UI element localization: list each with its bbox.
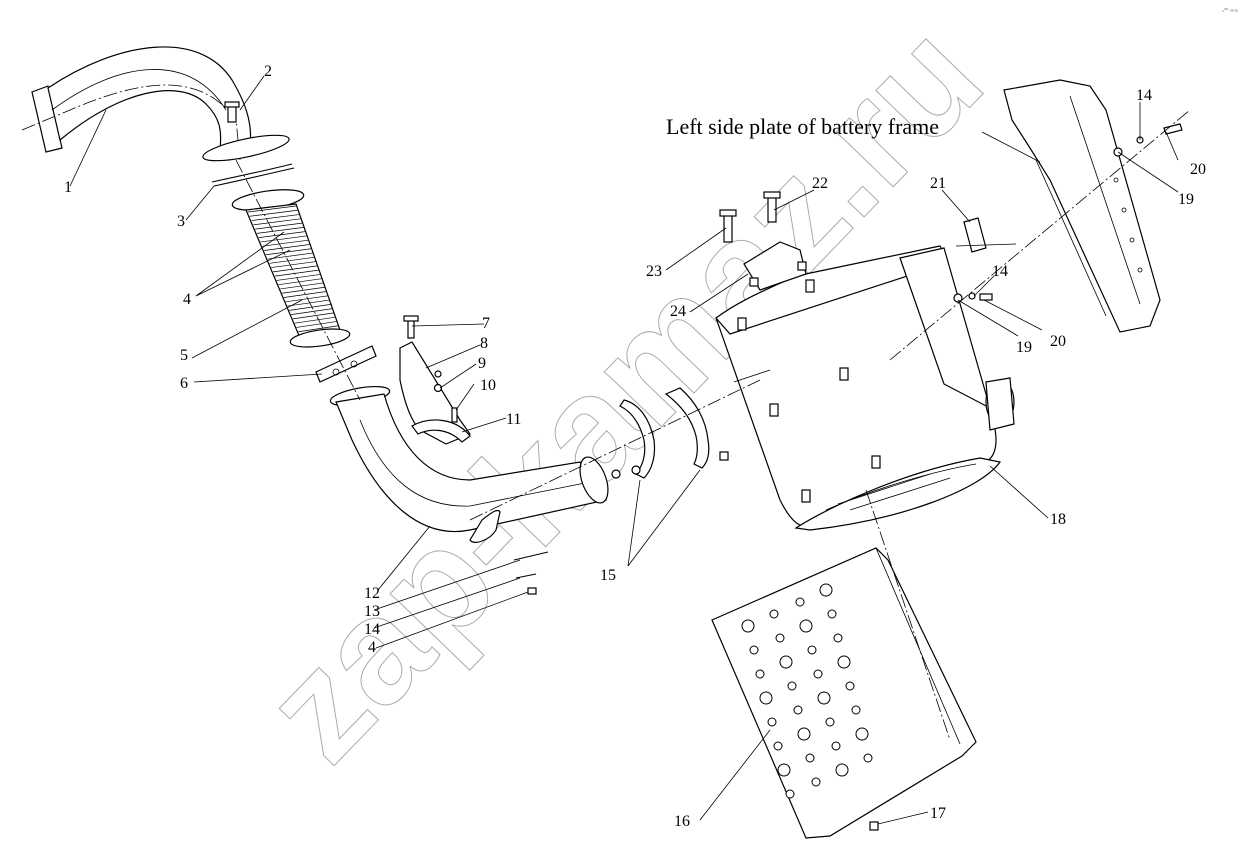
centerlines [235, 109, 1191, 741]
callout-14-mid: 14 [992, 263, 1008, 280]
flexible-hose [231, 189, 351, 348]
fasteners-14-19-20-upper [1113, 123, 1183, 157]
bolt-2 [224, 101, 240, 123]
heat-shield-hole [855, 727, 869, 741]
battery-frame-left-plate [1003, 79, 1161, 333]
clamp-15 [611, 387, 729, 479]
callout-7: 7 [482, 315, 490, 332]
heat-shield-hole [863, 753, 873, 763]
callout-12: 12 [364, 585, 380, 602]
corner-mark: ₓ²⁰ ∞∞ [1222, 8, 1238, 14]
heat-shield-hole [807, 645, 817, 655]
heat-shield-hole [811, 777, 821, 787]
heat-shield-hole [827, 609, 837, 619]
heat-shield-hole [845, 681, 855, 691]
callout-19-mid: 19 [1016, 339, 1032, 356]
bracket-11 [399, 315, 471, 445]
battery-frame-label: Left side plate of battery frame [666, 114, 939, 139]
heat-shield-hole [741, 619, 755, 633]
heat-shield-hole [817, 691, 831, 705]
callout-15: 15 [600, 567, 616, 584]
heat-shield-16 [711, 547, 977, 839]
heat-shield-hole [835, 763, 849, 777]
callout-14: 14 [364, 621, 380, 638]
heat-shield-hole [837, 655, 851, 669]
lower-exhaust-pipe [329, 385, 609, 543]
flange-6 [315, 345, 377, 383]
heat-shield-hole [769, 609, 779, 619]
heat-shield-hole [787, 681, 797, 691]
callout-20-mid: 20 [1050, 333, 1066, 350]
heat-shield-hole [793, 705, 803, 715]
callout-2: 2 [264, 63, 272, 80]
callout-6: 6 [180, 375, 188, 392]
heat-shield-hole [767, 717, 777, 727]
callout-11: 11 [506, 411, 521, 428]
heat-shield-hole [795, 597, 805, 607]
heat-shield-hole [833, 633, 843, 643]
heat-shield-hole [779, 655, 793, 669]
callout-1: 1 [64, 179, 72, 196]
callout-10: 10 [480, 377, 496, 394]
heat-shield-hole [799, 619, 813, 633]
callout-3: 3 [177, 213, 185, 230]
callout-22: 22 [812, 175, 828, 192]
heat-shield-hole [773, 741, 783, 751]
callout-4: 4 [183, 291, 191, 308]
callout-17: 17 [930, 805, 946, 822]
heat-shield-hole [851, 705, 861, 715]
callout-8: 8 [480, 335, 488, 352]
heat-shield-hole [759, 691, 773, 705]
upper-exhaust-pipe [21, 46, 290, 162]
callout-18: 18 [1050, 511, 1066, 528]
heat-shield-hole [831, 741, 841, 751]
callout-4-lower: 4 [368, 639, 376, 656]
bolt-23 [719, 209, 737, 243]
callout-16: 16 [674, 813, 690, 830]
callout-20-upper: 20 [1190, 161, 1206, 178]
bracket-21 [955, 217, 1017, 253]
fasteners-13-14-4 [513, 551, 549, 595]
callout-13: 13 [364, 603, 380, 620]
fasteners-14-19-20-lower [953, 292, 993, 303]
heat-shield-holes [741, 583, 873, 799]
heat-shield-hole [805, 753, 815, 763]
bolt-17 [869, 821, 879, 831]
callout-19-upper: 19 [1178, 191, 1194, 208]
leader-lines [69, 75, 1179, 825]
callout-21: 21 [930, 175, 946, 192]
callout-23: 23 [646, 263, 662, 280]
gasket-3 [211, 163, 295, 187]
callout-numbers: 1 2 3 4 5 6 7 8 9 10 11 12 13 14 4 15 16… [64, 63, 1206, 830]
callout-24: 24 [670, 303, 686, 320]
heat-shield-hole [785, 789, 795, 799]
heat-shield-hole [819, 583, 833, 597]
heat-shield-hole [775, 633, 785, 643]
muffler-18 [715, 241, 1015, 531]
heat-shield-hole [797, 727, 811, 741]
heat-shield-hole [755, 669, 765, 679]
heat-shield-hole [777, 763, 791, 777]
heat-shield-hole [825, 717, 835, 727]
callout-5: 5 [180, 347, 188, 364]
callout-14-upper: 14 [1136, 87, 1152, 104]
callout-9: 9 [478, 355, 486, 372]
heat-shield-hole [813, 669, 823, 679]
heat-shield-hole [749, 645, 759, 655]
